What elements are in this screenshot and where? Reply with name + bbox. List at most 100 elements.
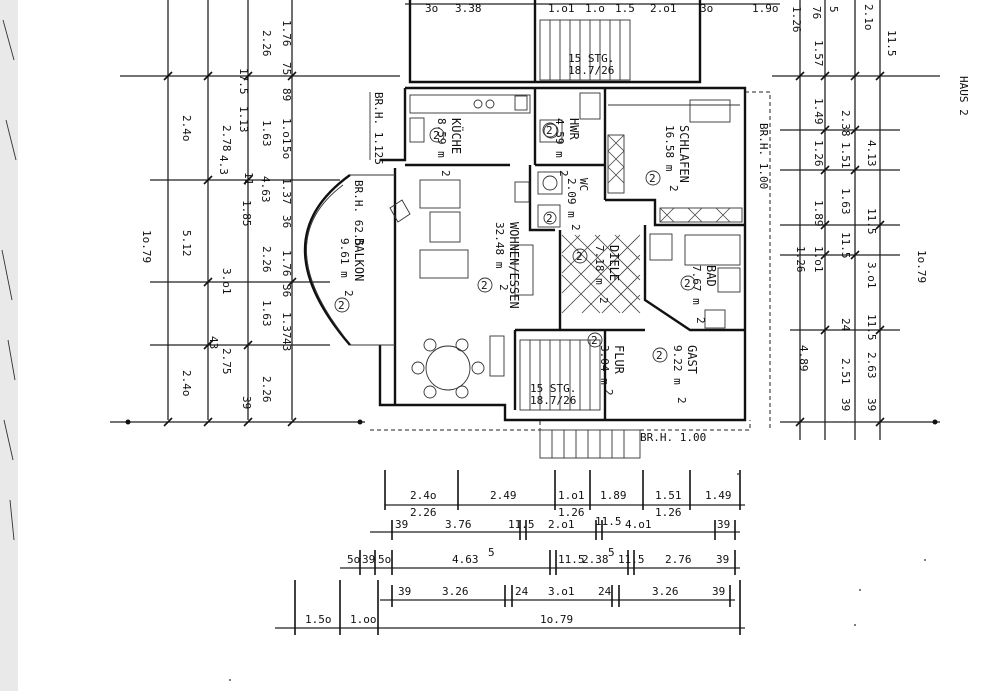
bot-r6-b: 1.oo (350, 613, 377, 626)
left-dim-b9: 1.37 (280, 312, 293, 339)
svg-text:BAD: BAD (704, 265, 718, 287)
scan-edge-marks (1, 19, 17, 541)
left-dim-c7: 43 (207, 336, 220, 349)
room-schlafen-no: 2 (649, 172, 656, 185)
room-labels: KÜCHE 8.59 m 2 2 HWR 4.59 m 2 2 SCHLAFEN… (334, 92, 770, 444)
right-dim-b2: 4.13 (865, 140, 878, 167)
bot-r3-e: 11.5 (595, 515, 622, 528)
svg-text:2: 2 (497, 284, 510, 291)
svg-text:9.61 m: 9.61 m (338, 238, 351, 278)
svg-text:WOHNEN/ESSEN: WOHNEN/ESSEN (507, 222, 521, 309)
bot-r4-d: 4.63 (452, 553, 479, 566)
right-dim-a5: 1.51 (839, 142, 852, 169)
svg-text:DIELE: DIELE (607, 245, 621, 281)
left-dim-b3: 1.o1 (280, 118, 293, 145)
left-dim-b8: 36 (280, 284, 293, 297)
stair-bottom-ratio: 18.7/26 (530, 394, 576, 407)
room-balkon: BALKON 9.61 m 2 (338, 238, 366, 297)
bot-r5-g: 39 (712, 585, 725, 598)
svg-text:2.09 m: 2.09 m (565, 178, 578, 218)
left-dim-a4: 3.o1 (220, 268, 233, 295)
svg-text:7.18 m: 7.18 m (593, 245, 606, 285)
left-dim-c1: 1.13 (237, 106, 250, 133)
bot-r4-g: 2.38 (582, 553, 609, 566)
bot-r4-k: 39 (716, 553, 729, 566)
svg-text:2: 2 (557, 170, 570, 177)
left-dim-b6: 36 (280, 215, 293, 228)
svg-text:WC: WC (577, 178, 590, 191)
room-wohnen-no: 2 (481, 279, 488, 292)
top-dim-8: 1.26 (790, 6, 803, 33)
right-dim-b3: 11.5 (865, 208, 878, 235)
bot-r2-a: 2.26 (410, 506, 437, 519)
bot-r1-e: 1.51 (655, 489, 682, 502)
svg-text:9.22 m: 9.22 m (671, 345, 684, 385)
stair-top-label: 15 STG. (568, 52, 614, 65)
right-dim-b6: 2.63 (865, 352, 878, 379)
right-dim-b5: 11.5 (865, 314, 878, 341)
bot-r4-f: 11.5 (558, 553, 585, 566)
left-dim-b7: 1.76 (280, 250, 293, 277)
left-dim-c11: 4.63 (259, 176, 272, 203)
right-dim-b7: 39 (865, 398, 878, 411)
right-dim-b1: 1.49 (812, 98, 825, 125)
right-dim-c0: 1o.79 (915, 250, 928, 283)
bot-r2-c: 1.26 (655, 506, 682, 519)
svg-text:2: 2 (667, 185, 680, 192)
left-dim-b11: 2.75 (220, 348, 233, 375)
bot-r6-a: 1.5o (305, 613, 332, 626)
svg-text:BALKON: BALKON (352, 238, 366, 281)
svg-text:2: 2 (439, 170, 452, 177)
left-dim-b2: 89 (280, 88, 293, 101)
right-dim-a6: 1.63 (839, 188, 852, 215)
entrance-steps (539, 429, 641, 459)
brh-bottom: BR.H. 1.00 (640, 431, 706, 444)
svg-text:FLUR: FLUR (612, 345, 626, 375)
svg-text:2: 2 (602, 389, 615, 396)
left-dim-c8: 2.26 (260, 376, 273, 403)
left-dim-c6: 1.63 (260, 300, 273, 327)
left-dim-c9: 39 (240, 396, 253, 409)
left-dim-b4: 5o (280, 146, 293, 159)
right-dim-a10: 2.51 (839, 358, 852, 385)
brh-schlafen: BR.H. 1.00 (757, 123, 770, 189)
svg-text:HWR: HWR (567, 118, 581, 140)
right-dimensions: 1.57 11.5 2.38 1.26 1.89 1.51 1.63 1.o1 … (772, 0, 940, 440)
bot-r6-c: 1o.79 (540, 613, 573, 626)
bot-r3-g: 39 (717, 518, 730, 531)
bot-r5-d: 3.o1 (548, 585, 575, 598)
bot-r3-d: 2.o1 (548, 518, 575, 531)
left-dim-c4: 1.85 (240, 200, 253, 227)
svg-text:32.48 m: 32.48 m (493, 222, 506, 269)
right-dim-b0: 2.1o (862, 4, 875, 31)
right-dim-a9: 1.26 (794, 246, 807, 273)
svg-text:16.58 m: 16.58 m (663, 125, 676, 172)
bot-r1-f: 1.49 (705, 489, 732, 502)
bot-r1-a: 2.4o (410, 489, 437, 502)
left-dim-c12: 1.63 (260, 120, 273, 147)
bot-r5-b: 3.26 (442, 585, 469, 598)
right-dim-a0: 1.57 (812, 40, 825, 67)
scan-speckles (229, 473, 926, 681)
left-dim-c3: 4.3 (217, 155, 230, 175)
right-dim-a3: 1.26 (812, 140, 825, 167)
bot-r3-b: 3.76 (445, 518, 472, 531)
top-dim-9: 76 (810, 6, 823, 19)
right-dim-a7: 1.o1 (812, 246, 825, 273)
stairs-bottom: 15 STG. 18.7/26 (519, 339, 601, 411)
svg-text:4.59 m: 4.59 m (553, 118, 566, 158)
room-gast-no: 2 (656, 349, 663, 362)
svg-text:2: 2 (675, 397, 688, 404)
svg-text:2: 2 (569, 224, 582, 231)
room-gast: GAST 9.22 m 2 (671, 345, 699, 404)
right-dim-b4: 3.o1 (865, 262, 878, 289)
room-flur-no: 2 (591, 334, 598, 347)
right-dim-a11: 24 (839, 318, 852, 332)
left-dim-b5: 1.37 (280, 178, 293, 205)
top-dim-2: 1.o1 (548, 2, 575, 15)
room-schlafen: SCHLAFEN 16.58 m 2 (663, 125, 691, 192)
room-wohnen: WOHNEN/ESSEN 32.48 m 2 (493, 222, 521, 309)
page-title: HAUS 2 (957, 76, 970, 116)
svg-text:GAST: GAST (685, 345, 699, 374)
